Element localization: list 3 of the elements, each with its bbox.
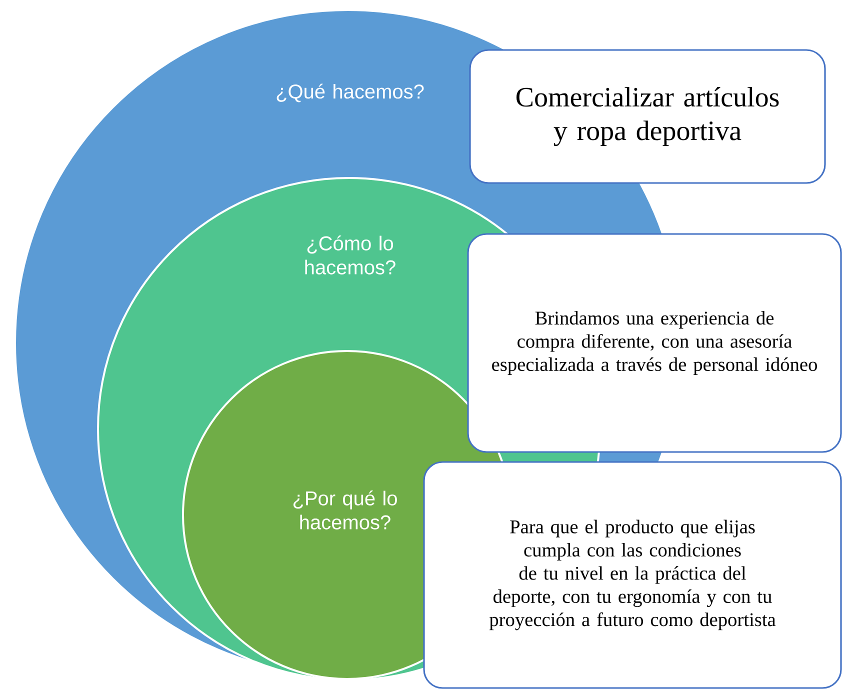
text-box: Para que el producto que elijas cumpla con las condiciones de tu nivel en la práctica del deporte, con tu ergonomía y con tu proyección a futuro como deportista	[423, 461, 842, 689]
text-box: Comercializar artículos y ropa deportiva	[469, 49, 826, 184]
text-box: Brindamos una experiencia de compra diferente, con una asesoría especializada a través de personal idóneo	[467, 233, 842, 453]
